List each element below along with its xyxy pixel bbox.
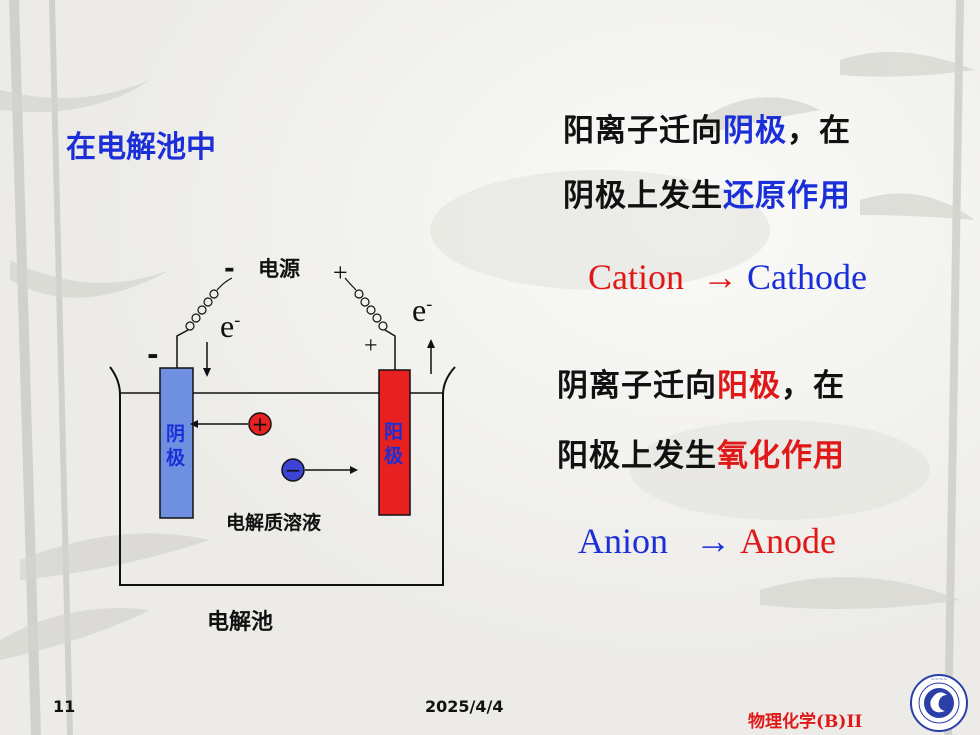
slide-title: 在电解池中: [66, 130, 216, 165]
cation-line-1: 阳离子迁向阴极，在: [563, 105, 851, 150]
power-plus-sign: +: [333, 258, 348, 287]
cathode-label: 阴极: [166, 423, 186, 469]
right-coil: [344, 277, 388, 331]
electron-up-arrow-icon: [427, 339, 435, 348]
beaker-outline: [109, 366, 456, 586]
cation-ion-symbol: +: [252, 412, 269, 436]
anion-line-2-b: 氧化作用: [717, 438, 845, 474]
electron-down-arrow-icon: [203, 368, 211, 377]
electron-charge: -: [234, 309, 241, 330]
anode-label: 阳极: [384, 421, 404, 467]
anion-line-1-b: 阳极: [717, 368, 781, 404]
cation-arrow-icon: [190, 420, 198, 428]
cation-line-1-b: 阴极: [723, 113, 787, 149]
anion-equation: Anion → Anode: [578, 520, 836, 562]
anion-arrow-icon: [350, 466, 358, 474]
cation-line-1-a: 阳离子迁向: [563, 113, 723, 149]
cation-line-1-c: ，在: [787, 113, 851, 149]
electron-symbol: e: [412, 292, 427, 328]
electrolyte-solution-label: 电解质溶液: [226, 512, 322, 534]
anion-line-2-a: 阳极上发生: [557, 438, 717, 474]
power-minus-sign: -: [224, 254, 235, 284]
cation-ion: [248, 412, 272, 436]
electron-label-left: e-: [220, 308, 240, 345]
svg-text:~~~~: ~~~~: [931, 677, 948, 683]
power-source-label: 电源: [258, 257, 300, 281]
anion-line-1-a: 阴离子迁向: [557, 368, 717, 404]
slide-date: 2025/4/4: [425, 697, 504, 716]
cation-line-2-b: 还原作用: [723, 178, 851, 214]
electron-label-right: e-: [412, 292, 432, 329]
left-wire: [176, 329, 189, 368]
anion-eq-right: Anode: [740, 521, 836, 561]
cation-line-2: 阴极上发生还原作用: [563, 170, 851, 215]
electron-symbol: e: [220, 308, 235, 344]
anion-ion-symbol: −: [285, 458, 302, 482]
anion-eq-left: Anion: [578, 521, 668, 561]
anion-line-2: 阳极上发生氧化作用: [557, 430, 845, 475]
left-coil: [185, 277, 233, 331]
cation-eq-left: Cation: [588, 257, 684, 297]
arrow-icon: →: [695, 521, 731, 561]
anion-ion: [281, 458, 305, 482]
cathode-electrode: [159, 367, 194, 519]
university-seal-logo: ~~~~: [910, 674, 968, 732]
cation-equation: Cation → Cathode: [588, 256, 867, 298]
arrow-icon: →: [702, 257, 738, 297]
right-wire: [384, 329, 396, 370]
course-name: 物理化学(B)II: [748, 712, 863, 732]
anion-line-1: 阴离子迁向阳极，在: [557, 360, 845, 405]
anode-plus-sign: +: [364, 333, 378, 359]
electrolytic-cell-label: 电解池: [207, 610, 274, 635]
cathode-minus-sign: -: [147, 338, 159, 371]
cation-line-2-a: 阴极上发生: [563, 178, 723, 214]
cation-eq-right: Cathode: [747, 257, 867, 297]
electron-charge: -: [426, 293, 433, 314]
page-number: 11: [53, 697, 76, 716]
anion-line-1-c: ，在: [781, 368, 845, 404]
